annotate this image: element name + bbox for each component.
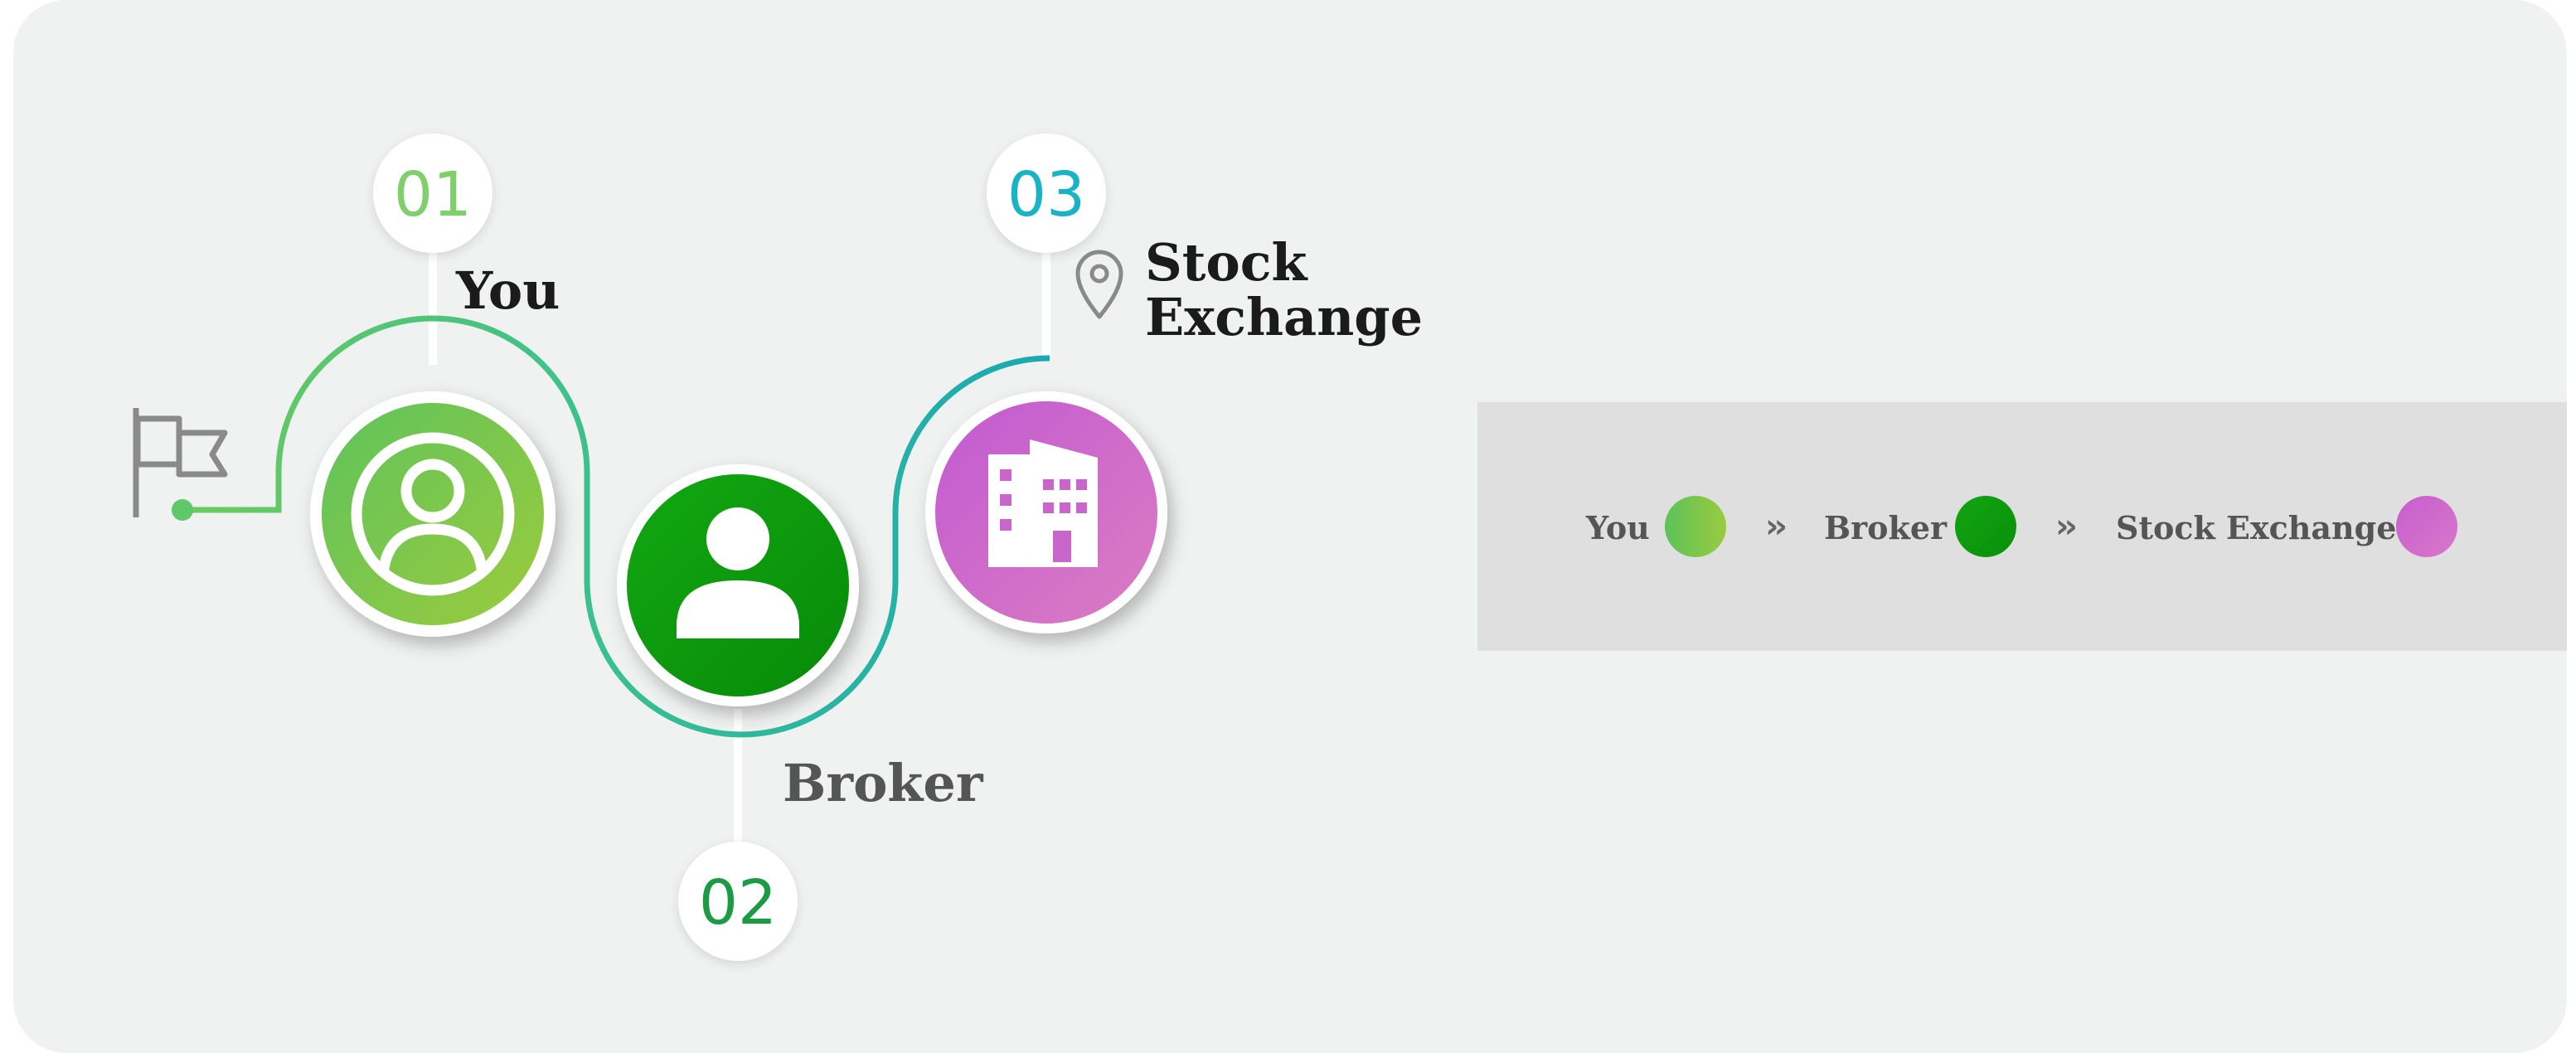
step-number-03-bubble: 03 [987, 133, 1106, 253]
legend-dot-you [1665, 496, 1726, 557]
step-number-01: 01 [394, 159, 472, 230]
double-chevron-right-icon: ›› [1765, 507, 1788, 546]
map-pin-icon [1075, 250, 1123, 319]
legend-dot-broker [1955, 496, 2016, 557]
legend-label-you: You [1586, 509, 1650, 546]
process-card: 01 02 03 You Broker Stock Exchange You ›… [13, 0, 2567, 1053]
step-number-02-bubble: 02 [678, 842, 798, 961]
journey-path [179, 315, 1050, 738]
step-label-broker: Broker [783, 753, 983, 813]
step-label-you: You [456, 260, 560, 321]
step-label-exchange-line1: Stock [1145, 232, 1307, 293]
start-dot [172, 499, 193, 521]
step-number-01-bubble: 01 [373, 133, 492, 253]
double-chevron-right-icon: ›› [2055, 507, 2078, 546]
building-icon [988, 439, 1098, 567]
legend-bar [1477, 402, 2567, 651]
flag-icon [133, 408, 228, 517]
step-exchange-node [925, 391, 1167, 633]
step-number-02: 02 [699, 867, 777, 939]
process-diagram: 01 02 03 [133, 133, 1167, 961]
step-you-node [310, 391, 555, 637]
step-number-03: 03 [1007, 159, 1085, 230]
user-icon [677, 507, 799, 638]
step-broker-node [617, 464, 859, 706]
legend-label-broker: Broker [1824, 509, 1948, 546]
step-label-exchange-line2: Exchange [1145, 287, 1424, 347]
legend-dot-exchange [2396, 496, 2457, 557]
legend-label-exchange: Stock Exchange [2116, 509, 2397, 546]
user-circle-icon [351, 432, 515, 596]
